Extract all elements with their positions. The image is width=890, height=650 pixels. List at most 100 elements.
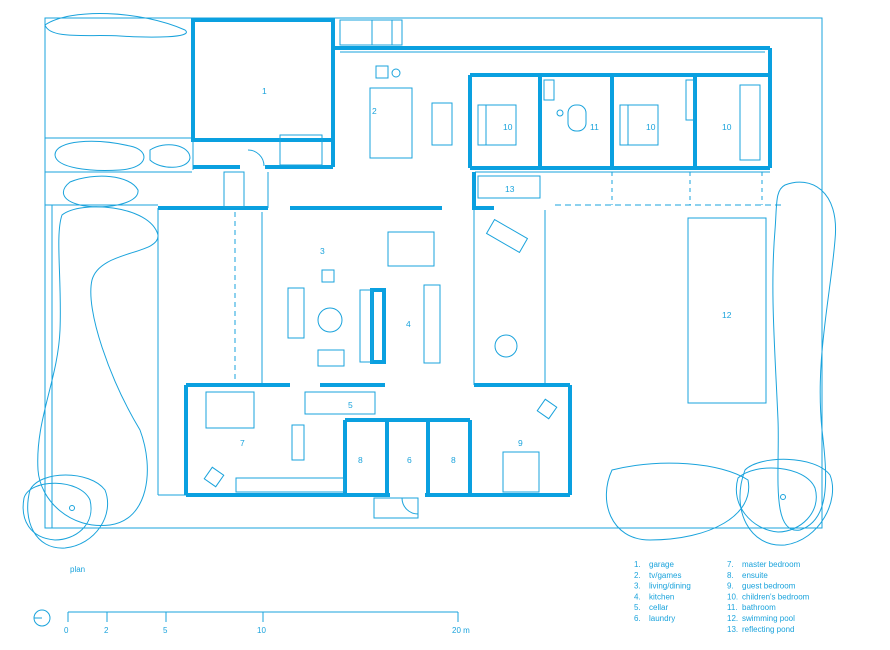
legend-label: swimming pool [742, 614, 795, 623]
shrub-left-mid [62, 175, 139, 208]
shrub-top-left [44, 13, 187, 38]
scale-label-20m: 20 m [452, 626, 470, 635]
legend-label: children's bedroom [742, 592, 810, 601]
legend-label: reflecting pond [742, 625, 794, 634]
outdoor-table [494, 334, 518, 358]
joinery [235, 477, 345, 493]
scale-bar: 0 2 5 10 20 m [64, 611, 470, 635]
armchair [375, 65, 389, 79]
tree-canopy-left-2 [22, 482, 92, 541]
room-label-9: 9 [518, 438, 523, 448]
reflecting-pond [477, 175, 541, 199]
garden-bed-left [37, 206, 159, 527]
wardrobe [291, 424, 305, 461]
legend-label: bathroom [742, 603, 776, 612]
legend-number: 11. [727, 603, 738, 612]
room-label-6: 6 [407, 455, 412, 465]
lounger [485, 218, 529, 254]
legend-number: 1. [634, 560, 641, 569]
armchair [317, 349, 345, 367]
entry-steps [373, 497, 419, 519]
legend-number: 6. [634, 614, 641, 623]
tree-trunk-left [69, 505, 75, 511]
scale-label-2: 2 [104, 626, 109, 635]
legend-number: 3. [634, 582, 641, 591]
shrub-left [54, 140, 145, 171]
sofa-living [287, 287, 305, 339]
legend-label: cellar [649, 603, 668, 612]
legend-label: ensuite [742, 571, 768, 580]
swimming-pool [687, 217, 767, 404]
armchair [203, 466, 225, 488]
cabinet [543, 79, 555, 101]
entry-doors [223, 171, 245, 208]
door-swing [247, 149, 265, 167]
scale-label-5: 5 [163, 626, 168, 635]
room-label-10c: 10 [722, 122, 732, 132]
bathtub [567, 104, 587, 132]
tv-unit [431, 102, 453, 146]
side-table [391, 68, 401, 78]
legend-number: 12. [727, 614, 738, 623]
cellar [304, 391, 376, 415]
garden-bed-right [772, 181, 837, 531]
room-label-8a: 8 [358, 455, 363, 465]
site-boundary [44, 17, 823, 529]
dining-table [387, 231, 435, 267]
room-label-8b: 8 [451, 455, 456, 465]
bunk-bed [739, 84, 761, 161]
room-label-7: 7 [240, 438, 245, 448]
legend-label: guest bedroom [742, 582, 796, 591]
legend-number: 4. [634, 592, 641, 601]
room-label-4: 4 [406, 319, 411, 329]
legend-label: laundry [649, 614, 675, 623]
legend-number: 13. [727, 625, 738, 634]
room-label-12: 12 [722, 310, 732, 320]
armchair [321, 269, 335, 283]
legend-number: 2. [634, 571, 641, 580]
garage-wall [191, 18, 335, 142]
utility-room [279, 134, 323, 166]
plan-label: plan [70, 565, 85, 574]
door-swing [401, 497, 419, 515]
room-label-1: 1 [262, 86, 267, 96]
bed [205, 391, 255, 429]
legend-number: 5. [634, 603, 641, 612]
bed-head [619, 104, 629, 146]
room-label-13: 13 [505, 184, 515, 194]
kitchen-island [370, 288, 386, 364]
armchair [536, 398, 558, 420]
tree-canopy-left [27, 474, 109, 549]
legend-label: tv/games [649, 571, 681, 580]
bed-head [477, 104, 487, 146]
room-label-2: 2 [372, 106, 377, 116]
sofa [369, 87, 413, 159]
tree-canopy-right-2 [735, 467, 817, 533]
legend-number: 8. [727, 571, 734, 580]
legend-number: 7. [727, 560, 734, 569]
scale-label-0: 0 [64, 626, 69, 635]
legend-label: master bedroom [742, 560, 801, 569]
room-label-5: 5 [348, 400, 353, 410]
tree-trunk-right [780, 494, 786, 500]
kitchen-bench [423, 284, 441, 364]
room-label-11: 11 [590, 122, 599, 132]
entry-gate [339, 19, 403, 46]
wardrobe [685, 79, 695, 121]
legend-label: living/dining [649, 582, 691, 591]
room-label-10b: 10 [646, 122, 656, 132]
shrub-left-small [149, 144, 191, 168]
legend-label: kitchen [649, 592, 674, 601]
legend: 1. garage 2. tv/games 3. living/dining 4. kitch… [634, 560, 810, 634]
kitchen-counter [359, 289, 373, 363]
room-label-10a: 10 [503, 122, 513, 132]
room-label-3: 3 [320, 246, 325, 256]
coffee-table [317, 307, 343, 333]
tree-canopy-right [739, 458, 834, 546]
toilet [556, 109, 564, 117]
legend-number: 10. [727, 592, 738, 601]
bed-guest [502, 451, 540, 493]
legend-label: garage [649, 560, 674, 569]
